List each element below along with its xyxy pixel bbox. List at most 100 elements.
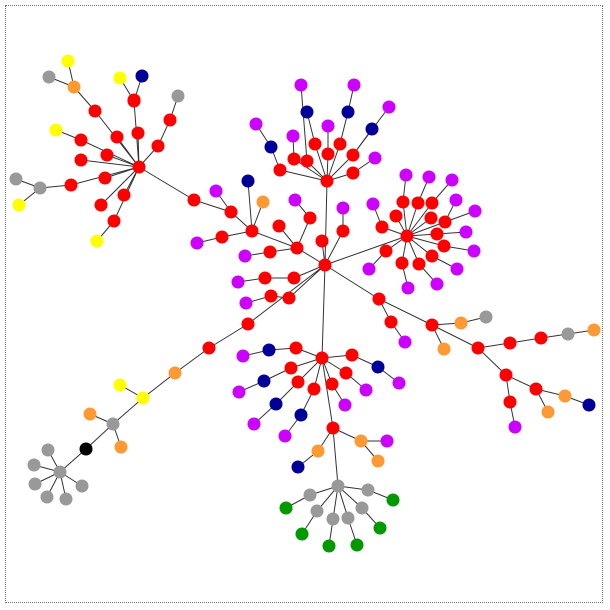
node-violet [190, 236, 204, 250]
node-red [320, 174, 334, 188]
node-red [503, 395, 517, 409]
node-green [279, 501, 293, 515]
node-navy [582, 398, 596, 412]
node-red [318, 258, 332, 272]
node-red [241, 317, 255, 331]
node-navy [341, 105, 355, 119]
node-red [272, 219, 286, 233]
node-navy [269, 397, 283, 411]
node-violet [321, 119, 335, 133]
node-yellow [113, 378, 127, 392]
node-gray [106, 417, 120, 431]
node-violet [278, 429, 292, 443]
graph-frame [5, 5, 603, 603]
node-red [411, 196, 425, 210]
node-orange [311, 444, 325, 458]
edge [326, 143, 341, 182]
node-violet [247, 417, 261, 431]
node-violet [249, 117, 263, 131]
node-red [273, 163, 287, 177]
node-gray [53, 465, 67, 479]
node-navy [365, 122, 379, 136]
node-violet [336, 201, 350, 215]
node-gray [341, 511, 355, 525]
edge [100, 166, 140, 206]
node-red [412, 257, 426, 271]
edge [138, 166, 195, 201]
node-red [132, 160, 146, 174]
node-red [94, 198, 108, 212]
node-red [339, 366, 353, 380]
node-red [163, 113, 177, 127]
node-yellow [12, 198, 26, 212]
node-navy [300, 105, 314, 119]
edge [80, 159, 140, 168]
edge [324, 235, 408, 266]
node-orange [558, 389, 572, 403]
node-red [321, 147, 335, 161]
node-red [151, 139, 165, 153]
node-violet [422, 170, 436, 184]
edge [112, 397, 144, 425]
node-red [215, 230, 229, 244]
node-gray [40, 490, 54, 504]
edge [431, 324, 479, 349]
node-navy [291, 460, 305, 474]
node-red [284, 361, 298, 375]
node-orange [454, 316, 468, 330]
node-gray [355, 501, 369, 515]
node-violet [459, 225, 473, 239]
node-gray [303, 488, 317, 502]
node-gray [41, 443, 55, 457]
node-gray [479, 310, 493, 324]
node-violet [286, 129, 300, 143]
edge [332, 427, 339, 487]
node-gray [561, 327, 575, 341]
node-red [325, 377, 339, 391]
node-orange [114, 440, 128, 454]
node-violet [380, 434, 394, 448]
node-gray [27, 458, 41, 472]
node-orange [541, 405, 555, 419]
node-green [322, 539, 336, 553]
node-violet [231, 275, 245, 289]
node-red [326, 421, 340, 435]
node-violet [288, 193, 302, 207]
node-violet [392, 376, 406, 390]
node-red [503, 336, 517, 350]
node-red [430, 227, 444, 241]
node-red [303, 211, 317, 225]
node-red [263, 245, 277, 259]
edge [406, 221, 446, 237]
node-orange [371, 454, 385, 468]
node-violet [508, 420, 522, 434]
node-red [345, 348, 359, 362]
node-red [534, 331, 548, 345]
node-red [375, 220, 389, 234]
node-orange [354, 434, 368, 448]
edges-layer [15, 60, 595, 547]
node-gray [171, 89, 185, 103]
node-red [395, 256, 409, 270]
node-red [499, 368, 513, 382]
node-red [529, 382, 543, 396]
edge [406, 202, 433, 237]
node-navy [264, 140, 278, 154]
edge [251, 230, 298, 249]
node-yellow [136, 391, 150, 405]
node-red [291, 375, 305, 389]
node-navy [371, 360, 385, 374]
node-green [295, 527, 309, 541]
node-red [308, 137, 322, 151]
node-red [131, 126, 145, 140]
node-red [187, 193, 201, 207]
node-violet [347, 78, 361, 92]
node-red [307, 382, 321, 396]
node-red [315, 351, 329, 365]
node-red [400, 229, 414, 243]
node-orange [587, 323, 601, 337]
node-violet [467, 244, 481, 258]
node-violet [236, 349, 250, 363]
node-red [384, 315, 398, 329]
node-red [379, 244, 393, 258]
